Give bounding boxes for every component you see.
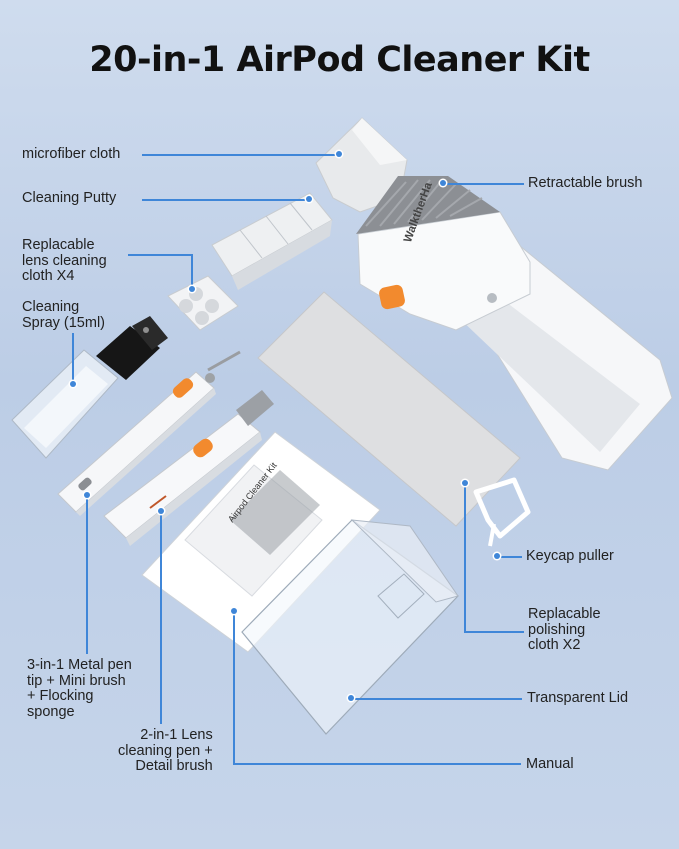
- metal-pen-label-line-2: tip + Mini brush: [27, 672, 126, 689]
- polishing-cloth-dot: [462, 480, 468, 486]
- lens-pen-label: 2-in-1 Lens cleaning pen + Detail brush: [118, 727, 213, 775]
- transparent-lid-dot: [348, 695, 354, 701]
- polishing-cloth-image: [257, 291, 521, 527]
- transparent-lid-label: Transparent Lid: [527, 690, 629, 706]
- keycap-puller-label: Keycap puller: [526, 548, 614, 564]
- manual-dot: [231, 608, 237, 614]
- metal-pen-dot: [84, 492, 90, 498]
- retractable-brush-leader: [444, 183, 524, 185]
- cleaning-spray-dot: [70, 381, 76, 387]
- polishing-cloth-leader-h: [464, 631, 524, 633]
- cleaning-putty-label: Cleaning Putty: [22, 190, 117, 206]
- polishing-cloth-label-line-2: polishing: [528, 621, 586, 638]
- keycap-puller-leader: [498, 556, 522, 558]
- metal-pen-leader: [86, 496, 88, 654]
- metal-pen-label-line-1: 3-in-1 Metal pen: [27, 657, 132, 673]
- lens-cloth-dot: [189, 286, 195, 292]
- lens-pen-label-line-3: Detail brush: [135, 758, 213, 774]
- microfiber-cloth-label: microfiber cloth: [22, 146, 121, 162]
- lens-cloth-label-line-3: cloth X4: [22, 268, 75, 284]
- retractable-brush-dot: [440, 180, 446, 186]
- lens-pen-label-line-1: 2-in-1 Lens: [140, 727, 213, 743]
- metal-pen-image: [57, 350, 241, 516]
- keycap-puller-image: [473, 477, 531, 547]
- cleaning-putty-image: [211, 192, 333, 290]
- lens-cloth-pads-image: [167, 275, 239, 331]
- cleaning-spray-image: [11, 316, 168, 459]
- lens-pen-leader: [160, 512, 162, 724]
- lens-cloth-label-line-2: lens cleaning: [22, 252, 107, 269]
- manual-leader-v: [233, 612, 235, 764]
- transparent-lid-leader: [352, 698, 522, 700]
- retractable-brush-label: Retractable brush: [528, 175, 643, 191]
- transparent-lid-image: [241, 519, 459, 735]
- keycap-puller-dot: [494, 553, 500, 559]
- page-title: 20-in-1 AirPod Cleaner Kit: [89, 40, 590, 80]
- cleaning-spray-label-line-1: Cleaning: [22, 299, 80, 315]
- manual-label: Manual: [526, 756, 574, 772]
- lens-pen-label-line-2: cleaning pen +: [118, 742, 213, 759]
- cleaning-putty-dot: [306, 196, 312, 202]
- microfiber-cloth-dot: [336, 151, 342, 157]
- manual-leader-h: [233, 763, 521, 765]
- lens-pen-dot: [158, 508, 164, 514]
- lens-cloth-label-line-1: Replacable: [22, 237, 95, 253]
- polishing-cloth-label-line-1: Replacable: [528, 606, 601, 622]
- metal-pen-label-line-4: sponge: [27, 703, 75, 720]
- cleaning-putty-leader: [142, 199, 308, 201]
- lens-cloth-label: Replacable lens cleaning cloth X4: [22, 237, 107, 285]
- retractable-brush-image: [356, 176, 673, 471]
- lens-cloth-leader-h: [128, 254, 192, 256]
- lens-cloth-leader-v: [191, 254, 193, 288]
- cleaning-spray-label-line-2: Spray (15ml): [22, 314, 105, 331]
- cleaning-spray-label: Cleaning Spray (15ml): [22, 299, 105, 331]
- cleaning-spray-leader: [72, 333, 74, 383]
- microfiber-cloth-leader: [142, 154, 338, 156]
- metal-pen-label: 3-in-1 Metal pen tip + Mini brush + Floc…: [27, 657, 132, 720]
- metal-pen-label-line-3: + Flocking: [27, 688, 94, 704]
- polishing-cloth-label-line-3: cloth X2: [528, 637, 581, 653]
- polishing-cloth-label: Replacable polishing cloth X2: [528, 606, 601, 654]
- manual-image: [141, 431, 381, 653]
- polishing-cloth-leader-v: [464, 484, 466, 632]
